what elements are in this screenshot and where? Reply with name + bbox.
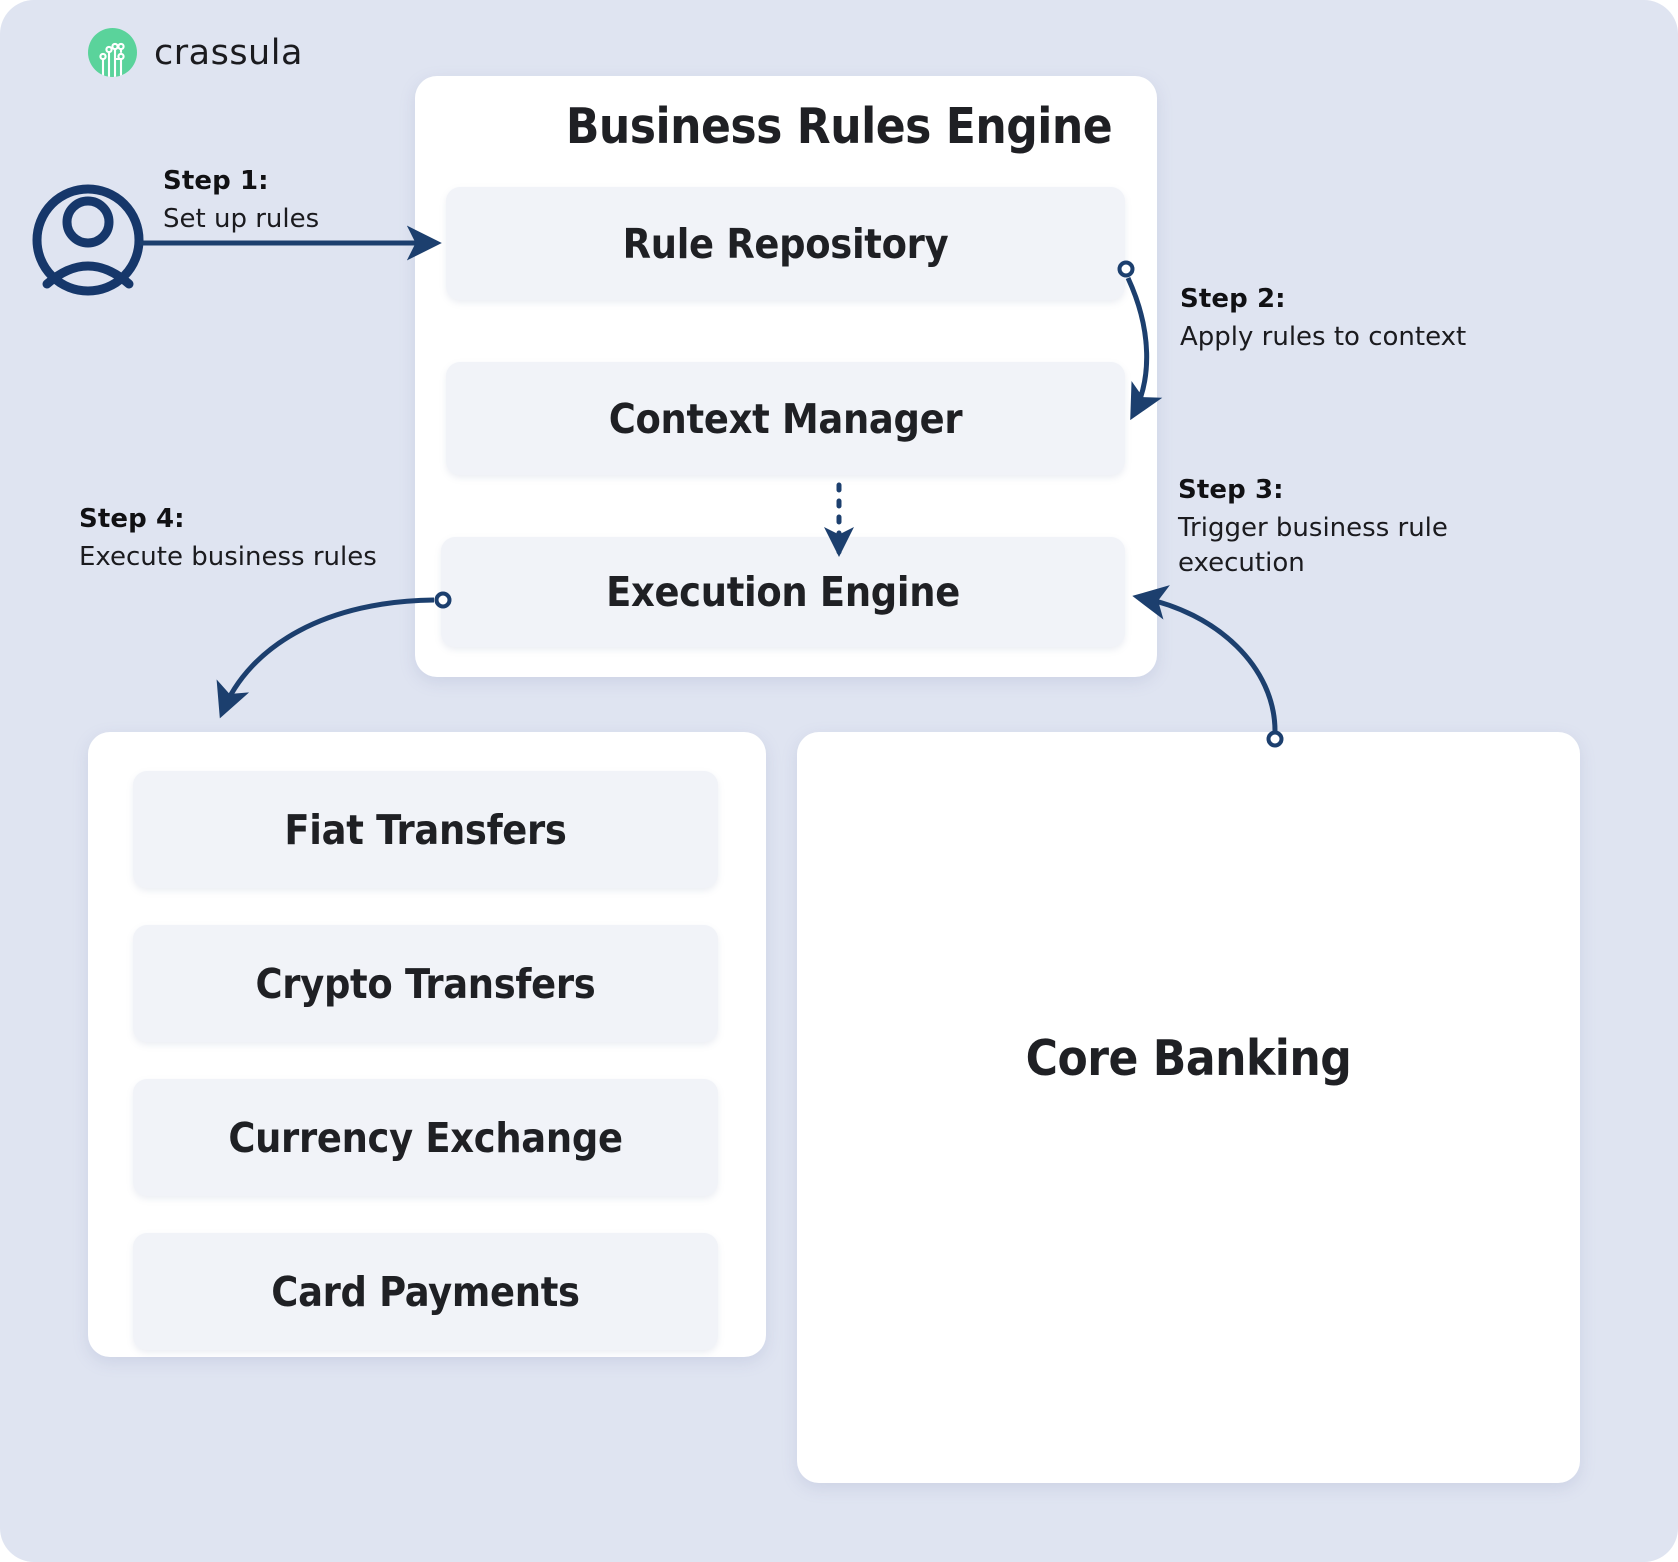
step-3-arrow — [1132, 585, 1278, 732]
step-4-label: Step 4: Execute business rules — [79, 504, 377, 575]
step-1-desc: Set up rules — [163, 204, 320, 234]
card-currency-exchange[interactable]: Currency Exchange — [133, 1079, 718, 1196]
brand-logo: crassula — [88, 28, 303, 77]
card-context-manager[interactable]: Context Manager — [446, 362, 1125, 475]
step-2-desc: Apply rules to context — [1180, 322, 1467, 352]
card-crypto-transfers[interactable]: Crypto Transfers — [133, 925, 718, 1042]
step-4-title: Step 4: — [79, 504, 185, 534]
business-rules-engine-title: Business Rules Engine — [565, 98, 1113, 155]
step-3-title: Step 3: — [1178, 475, 1284, 505]
circuit-icon — [88, 28, 137, 77]
step-4-arrow — [216, 597, 435, 719]
core-banking-title: Core Banking — [1025, 1030, 1352, 1087]
step-1-title: Step 1: — [163, 166, 269, 196]
step-2-label: Step 2: Apply rules to context — [1180, 284, 1466, 355]
card-execution-engine[interactable]: Execution Engine — [441, 537, 1125, 647]
step-3-desc: Trigger business rule execution — [1178, 513, 1448, 579]
step-2-title: Step 2: — [1180, 284, 1286, 314]
step-4-desc: Execute business rules — [79, 542, 377, 572]
user-avatar-icon — [32, 184, 144, 296]
brand-name: crassula — [154, 32, 303, 73]
step-1-label: Step 1: Set up rules — [163, 166, 319, 237]
card-card-payments[interactable]: Card Payments — [133, 1233, 718, 1350]
step-3-label: Step 3: Trigger business rule execution — [1178, 475, 1508, 581]
card-fiat-transfers[interactable]: Fiat Transfers — [133, 771, 718, 888]
core-banking-panel — [797, 732, 1580, 1483]
card-rule-repository[interactable]: Rule Repository — [446, 187, 1125, 300]
